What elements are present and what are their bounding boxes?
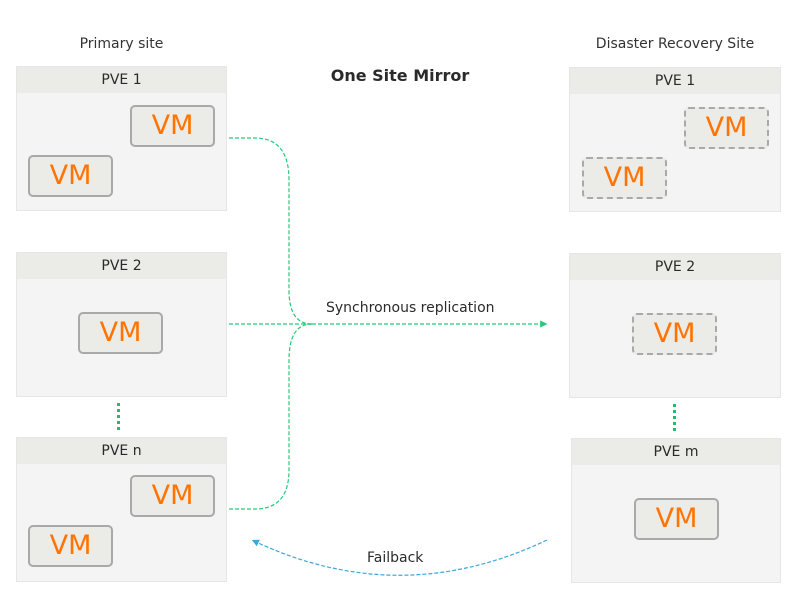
node-header: PVE n: [17, 438, 226, 464]
vm-box[interactable]: VM: [28, 525, 113, 567]
dr-node-pve2[interactable]: PVE 2 VM: [569, 253, 781, 398]
primary-ellipsis: [117, 403, 120, 430]
vm-box[interactable]: VM: [28, 155, 113, 197]
node-header: PVE 1: [570, 68, 780, 94]
primary-site-label: Primary site: [79, 36, 164, 52]
primary-node-pve2[interactable]: PVE 2 VM: [16, 252, 227, 397]
dr-node-pve1[interactable]: PVE 1 VM VM: [569, 67, 781, 212]
node-header: PVE m: [572, 439, 780, 465]
dr-node-pvem[interactable]: PVE m VM: [571, 438, 781, 583]
dr-site-label: Disaster Recovery Site: [595, 36, 755, 52]
failback-label: Failback: [367, 550, 424, 566]
node-header: PVE 1: [17, 67, 226, 93]
vm-box[interactable]: VM: [130, 105, 215, 147]
replication-line-pve1: [229, 137, 313, 325]
replication-label: Synchronous replication: [326, 300, 495, 316]
primary-node-pve1[interactable]: PVE 1 VM VM: [16, 66, 227, 211]
vm-box[interactable]: VM: [130, 475, 215, 517]
primary-node-pven[interactable]: PVE n VM VM: [16, 437, 227, 582]
replication-line-pven: [229, 323, 313, 510]
replica-vm-box[interactable]: VM: [684, 107, 769, 149]
vm-box[interactable]: VM: [78, 312, 163, 354]
replica-vm-box[interactable]: VM: [582, 157, 667, 199]
vm-box[interactable]: VM: [634, 498, 719, 540]
dr-ellipsis: [673, 404, 676, 431]
node-header: PVE 2: [17, 253, 226, 279]
replica-vm-box[interactable]: VM: [632, 313, 717, 355]
diagram-title: One Site Mirror: [330, 66, 470, 85]
node-header: PVE 2: [570, 254, 780, 280]
failback-arrow: [251, 539, 548, 576]
